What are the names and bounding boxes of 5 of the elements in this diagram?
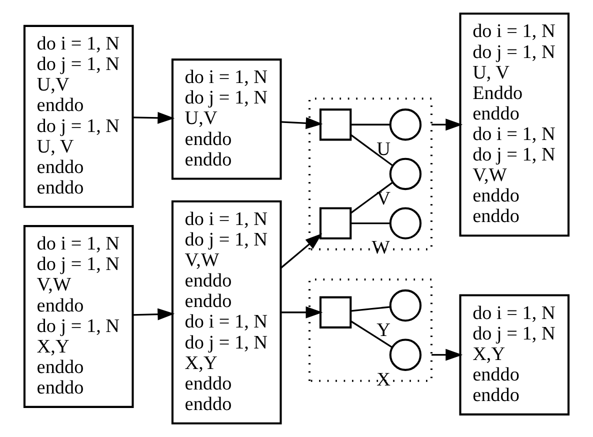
node-label: W — [372, 238, 390, 259]
node-label: X — [376, 369, 390, 390]
node-label: Y — [376, 320, 390, 341]
node-label: U — [376, 139, 390, 160]
node-label: V — [376, 188, 390, 210]
